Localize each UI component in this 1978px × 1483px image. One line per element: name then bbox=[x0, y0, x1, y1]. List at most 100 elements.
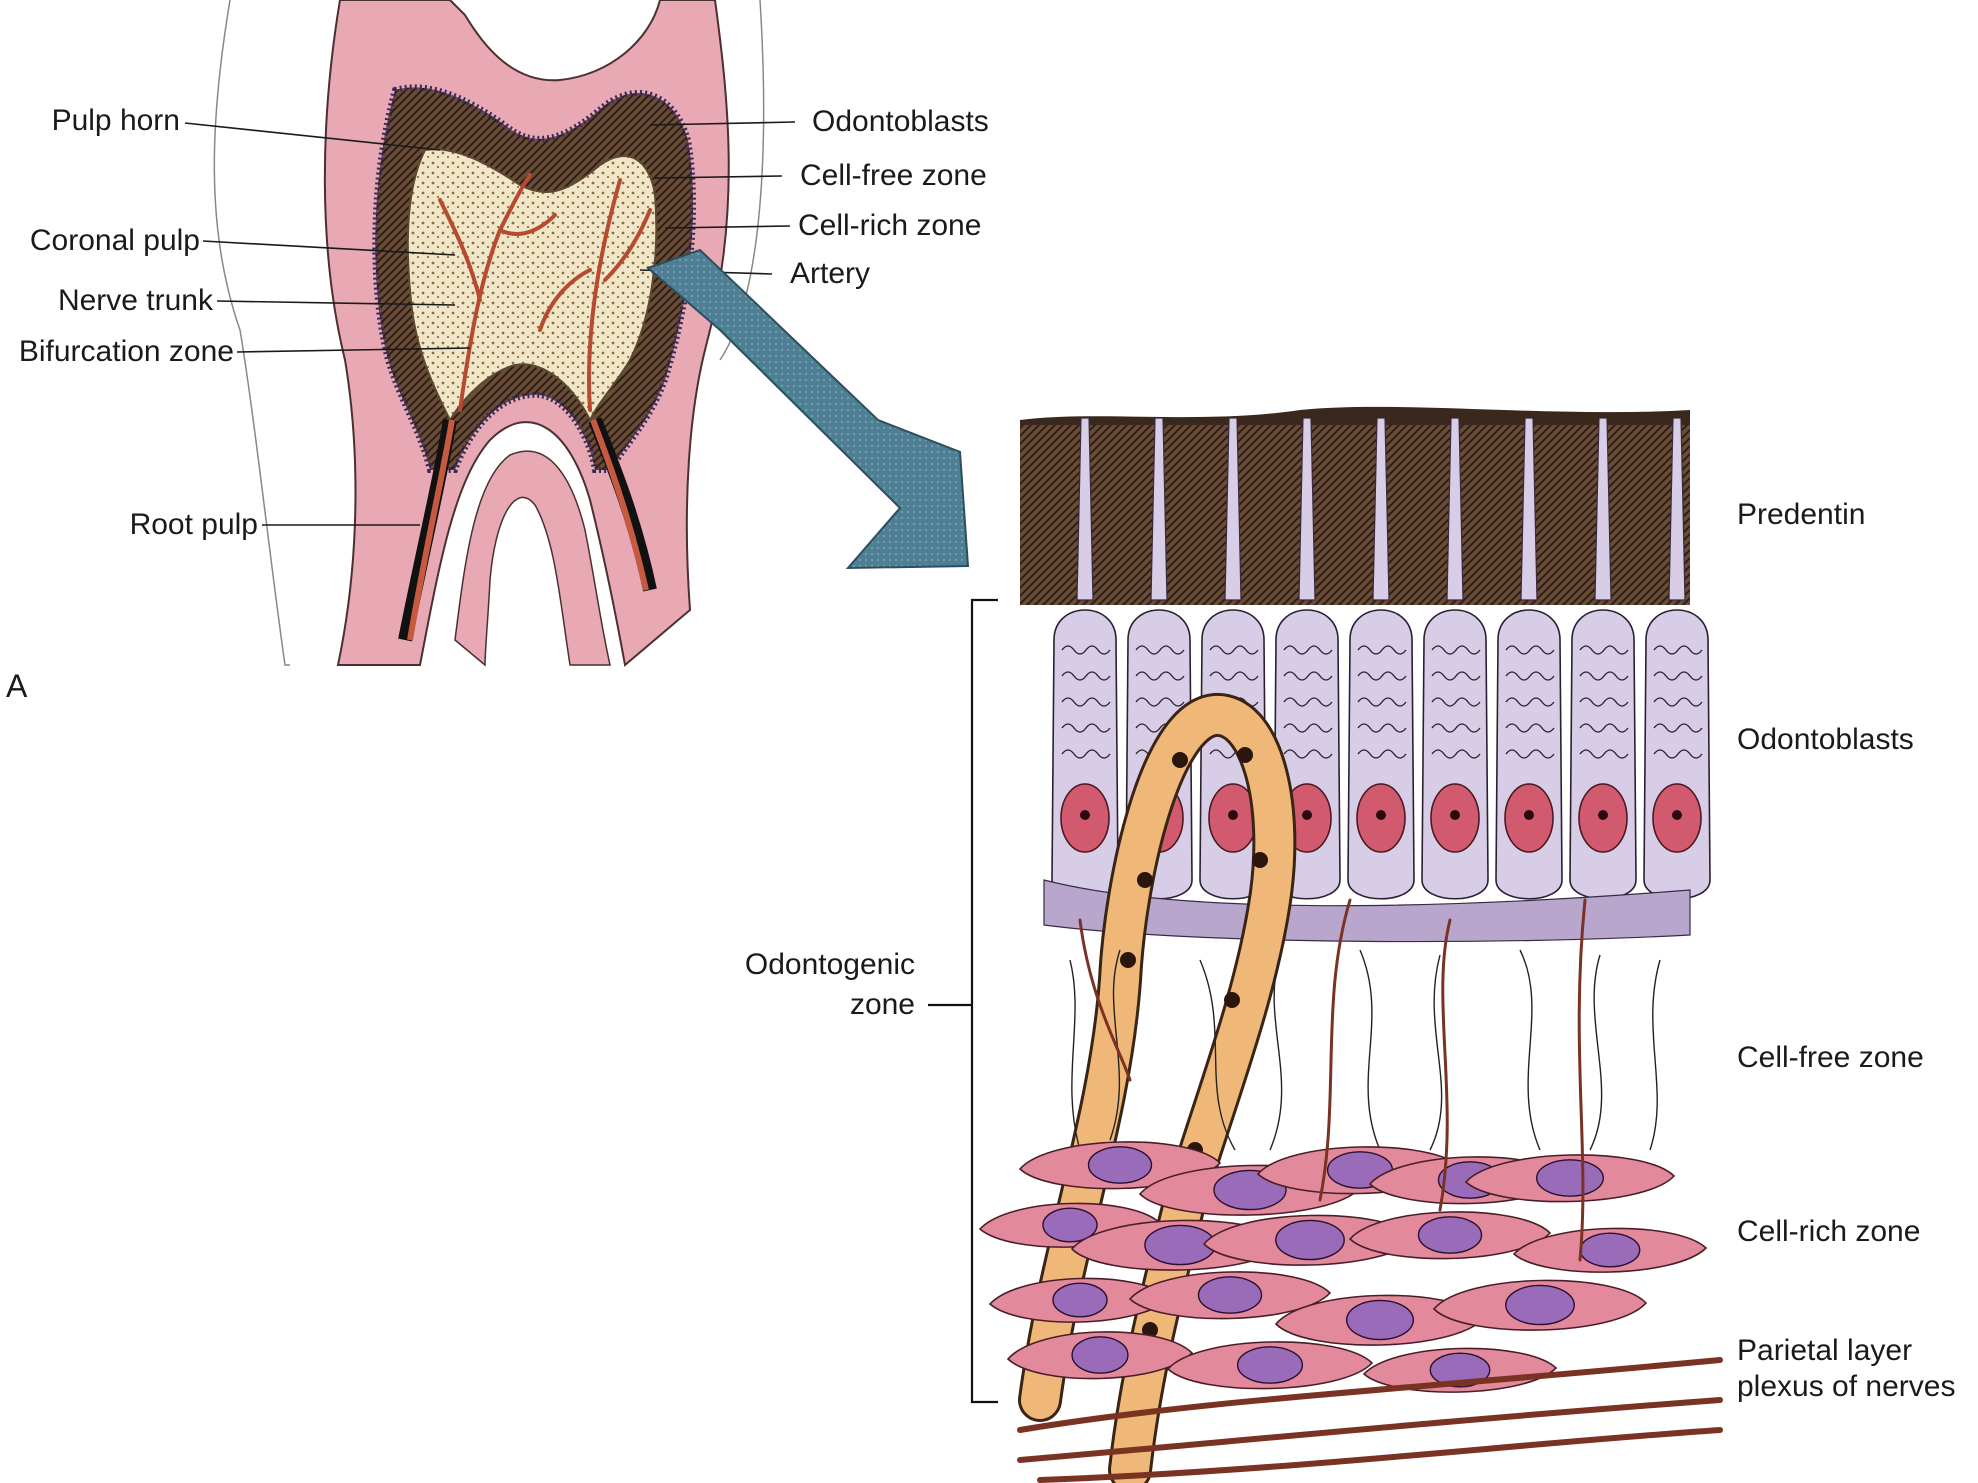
fibroblast-nucleus bbox=[1345, 1299, 1414, 1341]
fibroblast-nucleus bbox=[1535, 1159, 1604, 1197]
organelle bbox=[1357, 697, 1407, 707]
organelle bbox=[1579, 749, 1629, 759]
cell-free-zone-fibers bbox=[1069, 949, 1661, 1151]
organelle bbox=[1061, 671, 1111, 681]
odontoblast-process bbox=[1594, 417, 1612, 601]
collagen-fiber bbox=[1109, 949, 1121, 1141]
endothelial-nucleus bbox=[1252, 852, 1268, 868]
label-cell-free-zone-detail: Cell-free zone bbox=[1737, 1041, 1924, 1074]
organelle bbox=[1283, 697, 1333, 707]
organelle bbox=[1505, 723, 1555, 733]
label-plexus-of-nerves: plexus of nerves bbox=[1737, 1370, 1956, 1403]
fibroblast-nucleus bbox=[1071, 1336, 1129, 1374]
label-odontoblasts-detail: Odontoblasts bbox=[1737, 723, 1914, 756]
nerve-fiber bbox=[1017, 1357, 1723, 1433]
organelle bbox=[1283, 645, 1333, 655]
nucleolus bbox=[1672, 810, 1682, 820]
label-cell-free-zone-tooth: Cell-free zone bbox=[800, 159, 987, 192]
collagen-fiber bbox=[1069, 959, 1081, 1151]
odontoblast-process bbox=[1446, 417, 1464, 601]
endothelial-nucleus bbox=[1224, 992, 1240, 1008]
odontoblast-process bbox=[1520, 417, 1538, 601]
odontoblast-process bbox=[1150, 417, 1168, 601]
organelle bbox=[1061, 749, 1111, 759]
organelle bbox=[1431, 723, 1481, 733]
nucleolus bbox=[1228, 810, 1238, 820]
nucleolus bbox=[1450, 810, 1460, 820]
panel-letter: A bbox=[6, 668, 28, 704]
fibroblast-nucleus bbox=[1087, 1146, 1153, 1184]
organelle bbox=[1357, 749, 1407, 759]
collagen-fiber bbox=[1589, 954, 1603, 1151]
label-zone: zone bbox=[849, 988, 915, 1021]
organelle bbox=[1579, 671, 1629, 681]
endothelial-nucleus bbox=[1120, 952, 1136, 968]
collagen-fiber bbox=[1649, 959, 1661, 1151]
organelle bbox=[1431, 749, 1481, 759]
fibroblast-nucleus bbox=[1579, 1232, 1641, 1268]
odontogenic-zone-bracket bbox=[928, 598, 998, 1404]
label-artery: Artery bbox=[790, 257, 871, 290]
organelle bbox=[1357, 723, 1407, 733]
fibroblast-nucleus bbox=[1505, 1284, 1575, 1326]
organelle bbox=[1505, 645, 1555, 655]
cellular-detail bbox=[1020, 406, 1690, 605]
odontoblast-process bbox=[1076, 417, 1094, 601]
endothelial-nucleus bbox=[1237, 747, 1253, 763]
organelle bbox=[1579, 645, 1629, 655]
endothelial-nucleus bbox=[1142, 1322, 1158, 1338]
organelle bbox=[1431, 697, 1481, 707]
nerve-fiber bbox=[1438, 918, 1452, 1212]
nerve-fiber bbox=[1017, 1397, 1723, 1463]
label-parietal-layer: Parietal layer bbox=[1737, 1334, 1913, 1367]
organelle bbox=[1357, 645, 1407, 655]
odontoblast-process bbox=[1372, 417, 1390, 601]
cell-rich-zone-cells bbox=[978, 1141, 1708, 1393]
organelle bbox=[1579, 723, 1629, 733]
organelle bbox=[1653, 749, 1703, 759]
odontoblast-process bbox=[1668, 417, 1686, 601]
endothelial-nucleus bbox=[1172, 752, 1188, 768]
organelle bbox=[1209, 671, 1259, 681]
nerve-fiber bbox=[1318, 898, 1352, 1202]
fibroblast-nucleus bbox=[1052, 1282, 1108, 1318]
label-odontogenic: Odontogenic bbox=[744, 948, 915, 981]
label-coronal-pulp: Coronal pulp bbox=[29, 224, 200, 257]
fibroblast-nucleus bbox=[1275, 1219, 1345, 1261]
organelle bbox=[1283, 723, 1333, 733]
organelle bbox=[1061, 723, 1111, 733]
fibroblast-nucleus bbox=[1042, 1207, 1098, 1243]
fibroblast-nucleus bbox=[1197, 1276, 1263, 1314]
label-nerve-trunk: Nerve trunk bbox=[57, 284, 213, 317]
organelle bbox=[1505, 671, 1555, 681]
tooth-illustration bbox=[213, 0, 765, 667]
label-root-pulp: Root pulp bbox=[129, 508, 258, 541]
organelle bbox=[1283, 671, 1333, 681]
organelle bbox=[1135, 671, 1185, 681]
nerve-fiber bbox=[1078, 918, 1132, 1082]
organelle bbox=[1357, 671, 1407, 681]
organelle bbox=[1653, 671, 1703, 681]
nerve-fiber bbox=[1577, 898, 1587, 1262]
label-pulp-horn: Pulp horn bbox=[51, 104, 180, 137]
label-bifurcation-zone: Bifurcation zone bbox=[18, 335, 234, 368]
nucleolus bbox=[1302, 810, 1312, 820]
fibroblast-nucleus bbox=[1236, 1346, 1304, 1384]
organelle bbox=[1505, 749, 1555, 759]
label-odontoblasts-tooth: Odontoblasts bbox=[812, 105, 989, 138]
fibroblast-nucleus bbox=[1429, 1352, 1491, 1388]
organelle bbox=[1505, 697, 1555, 707]
organelle bbox=[1579, 697, 1629, 707]
organelle bbox=[1653, 723, 1703, 733]
organelle bbox=[1061, 645, 1111, 655]
organelle bbox=[1135, 697, 1185, 707]
nerve-fiber bbox=[1037, 1427, 1723, 1483]
odontoblast-process bbox=[1224, 417, 1242, 601]
nucleolus bbox=[1598, 810, 1608, 820]
magnification-arrow bbox=[646, 248, 970, 570]
odontoblast-base bbox=[1043, 879, 1691, 943]
label-cell-rich-zone-tooth: Cell-rich zone bbox=[798, 209, 982, 242]
label-cell-rich-zone-detail: Cell-rich zone bbox=[1737, 1215, 1921, 1248]
